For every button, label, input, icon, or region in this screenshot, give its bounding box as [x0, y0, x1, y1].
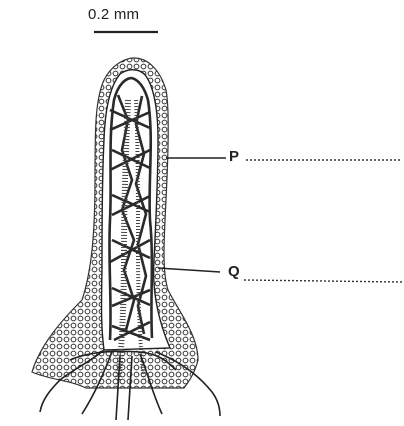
scale-bar-label: 0.2 mm: [88, 6, 139, 23]
label-p: P: [229, 148, 239, 165]
label-q-leader: [158, 268, 220, 272]
label-q-answer-line: [244, 280, 402, 282]
label-q: Q: [228, 263, 240, 280]
